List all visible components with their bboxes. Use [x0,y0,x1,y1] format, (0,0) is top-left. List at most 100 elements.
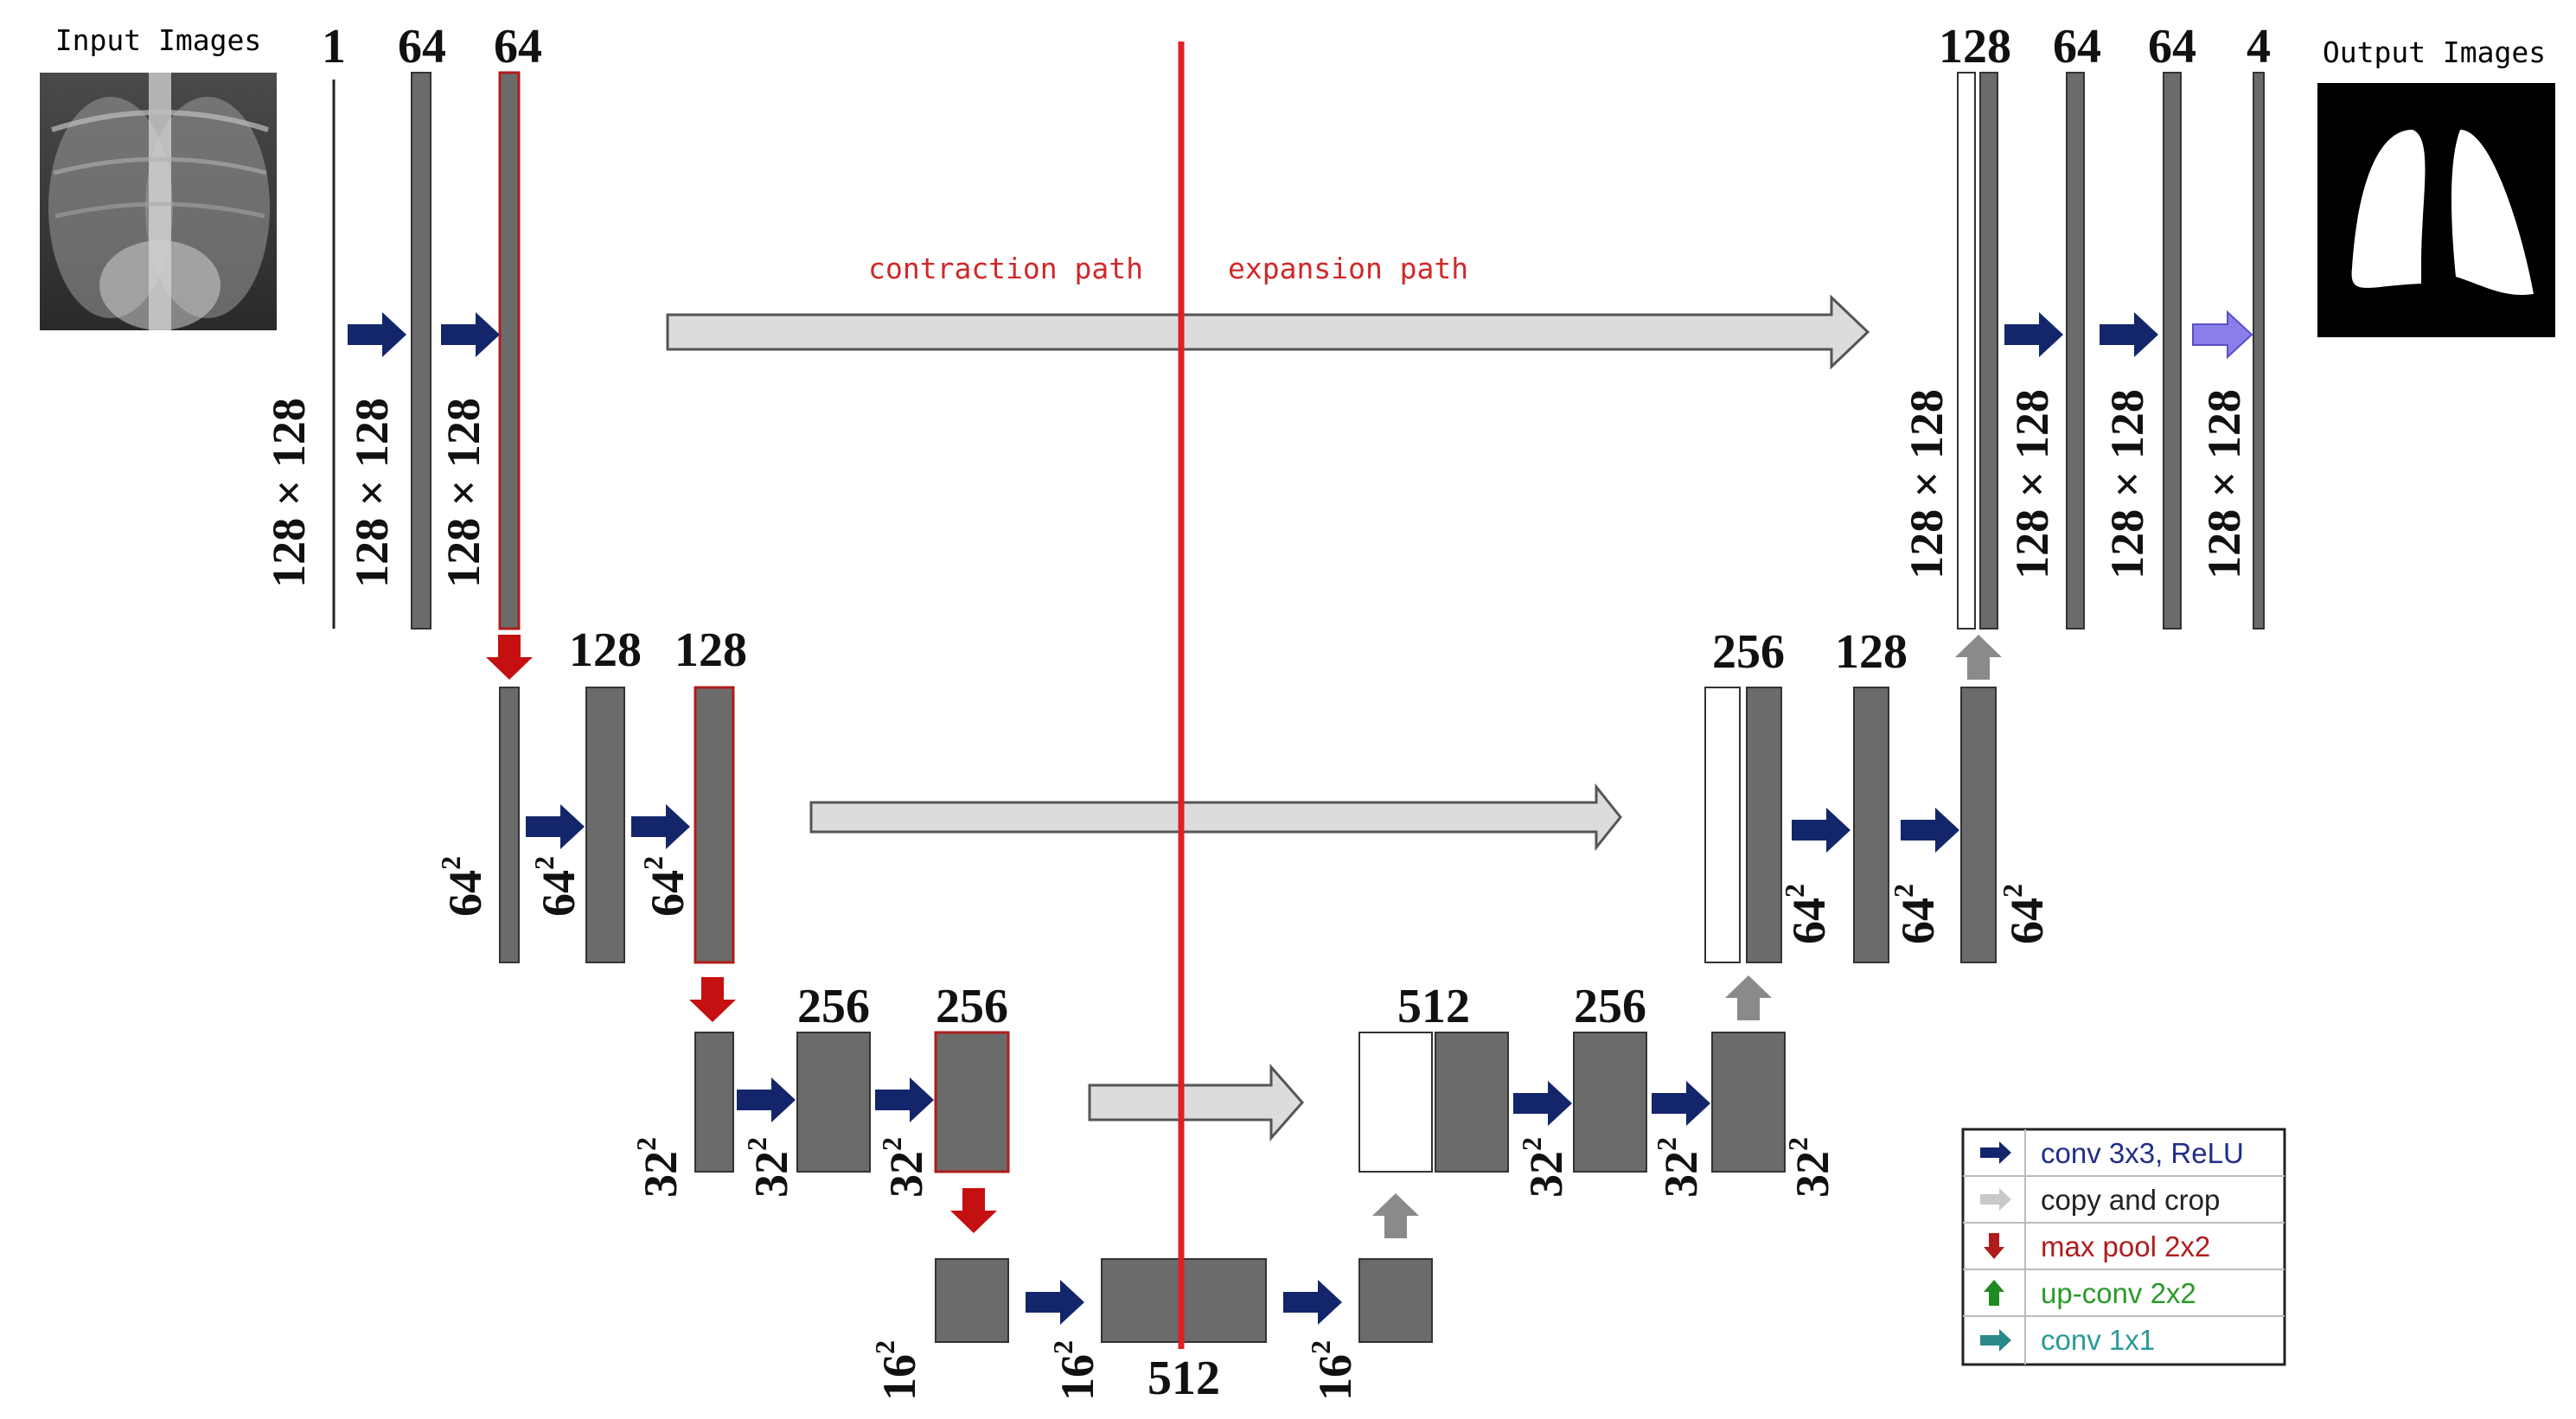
legend-label: copy and crop [2041,1184,2220,1216]
size-label: 642 [1888,884,1944,944]
pool-arrow-l2 [689,977,736,1022]
size-label: 322 [876,1137,932,1198]
concat-map-up2 [1704,687,1741,963]
channel-label: 256 [1712,625,1785,679]
conv-arrow-l3-a [737,1077,796,1122]
size-label: 162 [869,1340,925,1401]
channel-label: 64 [2148,20,2196,74]
feature-map-up2-a [1746,687,1782,963]
concat-map-up3 [1358,1032,1433,1173]
legend-label: up-conv 2x2 [2041,1277,2196,1309]
feature-map-up2-b [1853,687,1889,963]
size-label: 322 [1516,1137,1572,1198]
upconv-arrow-up2 [1955,635,2002,680]
channel-label: 256 [797,980,870,1033]
size-label: 642 [435,856,491,917]
channel-label: 128 [1939,20,2011,74]
size-label: 162 [1047,1340,1103,1401]
channel-label: 512 [1397,980,1470,1033]
channel-label: 64 [398,20,446,74]
size-label: 128 × 128 [1901,389,1953,579]
conv-arrow-up1-a [2004,312,2063,357]
feature-map-l2-a [499,687,520,963]
copy-crop-arrow-level3 [1088,1064,1304,1141]
legend-label: conv 3x3, ReLU [2041,1137,2244,1169]
size-label: 642 [637,856,694,917]
size-label: 128 × 128 [2101,389,2153,579]
feature-map-l1-b [498,71,521,630]
conv-arrow-up3-a [1513,1081,1572,1126]
size-label: 642 [1997,884,2053,944]
expansion-path-label: expansion path [1228,252,1468,285]
svg-text:162: 162 [869,1340,925,1401]
channel-label: 128 [569,623,642,677]
conv-arrow-bottom-a [1026,1280,1084,1325]
conv-arrow-l1-a [348,312,406,357]
feature-map-up3-c [1711,1032,1786,1173]
feature-map-l2-c [694,686,735,964]
channel-label: 1 [322,20,346,74]
conv-arrow-bottom-b [1283,1280,1342,1325]
feature-map-up1-a [1979,72,1998,630]
concat-map-up1 [1957,72,1976,630]
feature-map-bottom-c [1358,1258,1433,1343]
conv-arrow-l3-b [875,1077,934,1122]
feature-map-l3-c [934,1031,1010,1173]
feature-map-up3-a [1435,1032,1509,1173]
upconv-arrow-up3 [1725,975,1772,1020]
channel-label: 64 [494,20,542,74]
size-label: 128 × 128 [346,398,398,588]
output-images-label: Output Images [2323,35,2546,69]
svg-text:322: 322 [1516,1137,1572,1198]
svg-text:322: 322 [741,1137,797,1198]
size-label: 128 × 128 [263,398,315,588]
conv-arrow-up3-b [1652,1081,1710,1126]
channel-label: 4 [2247,20,2271,74]
feature-map-bottom-a [935,1258,1009,1343]
channel-label: 256 [1574,980,1646,1033]
legend-label: max pool 2x2 [2041,1230,2210,1262]
size-label: 322 [1782,1137,1838,1198]
channel-label: 128 [1835,625,1908,679]
feature-map-l3-a [694,1032,734,1173]
pool-arrow-l3 [950,1188,997,1233]
svg-text:642: 642 [1888,884,1944,944]
feature-map-l1-a [411,72,431,630]
legend: conv 3x3, ReLU copy and crop max pool 2x… [1961,1128,2286,1366]
legend-conv1x1-icon [1980,1329,2011,1352]
channel-label: 64 [2053,20,2101,74]
feature-map-l3-b [796,1032,871,1173]
size-label: 162 [1305,1340,1361,1401]
svg-text:642: 642 [1997,884,2053,944]
feature-map-up2-c [1960,687,1997,963]
feature-map-l2-b [585,687,625,963]
contraction-path-label: contraction path [868,252,1143,285]
svg-text:642: 642 [435,856,491,917]
size-label: 642 [528,856,585,917]
conv-arrow-l1-b [441,312,500,357]
legend-label: conv 1x1 [2041,1324,2155,1356]
size-label: 642 [1779,884,1835,944]
input-xray-image [40,73,277,330]
size-label: 128 × 128 [2198,389,2250,579]
size-label: 128 × 128 [438,398,489,588]
output-map [2253,72,2265,630]
output-mask-image [2317,83,2555,337]
conv-arrow-l2-b [631,804,690,849]
feature-map-up1-b [2066,72,2085,630]
svg-text:162: 162 [1047,1340,1103,1401]
svg-text:322: 322 [1782,1137,1838,1198]
svg-text:642: 642 [528,856,585,917]
legend-pool-icon [1984,1233,2004,1259]
legend-copy-icon [1980,1188,2011,1211]
copy-crop-arrow-level1 [666,294,1870,370]
channel-label: 512 [1147,1352,1220,1405]
channel-label: 128 [674,623,747,677]
svg-text:322: 322 [876,1137,932,1198]
legend-conv-icon [1980,1141,2011,1164]
pool-arrow-l1 [486,635,533,680]
feature-map-up3-b [1573,1032,1647,1173]
copy-crop-arrow-level2 [809,783,1622,852]
conv-arrow-up2-b [1901,808,1959,853]
